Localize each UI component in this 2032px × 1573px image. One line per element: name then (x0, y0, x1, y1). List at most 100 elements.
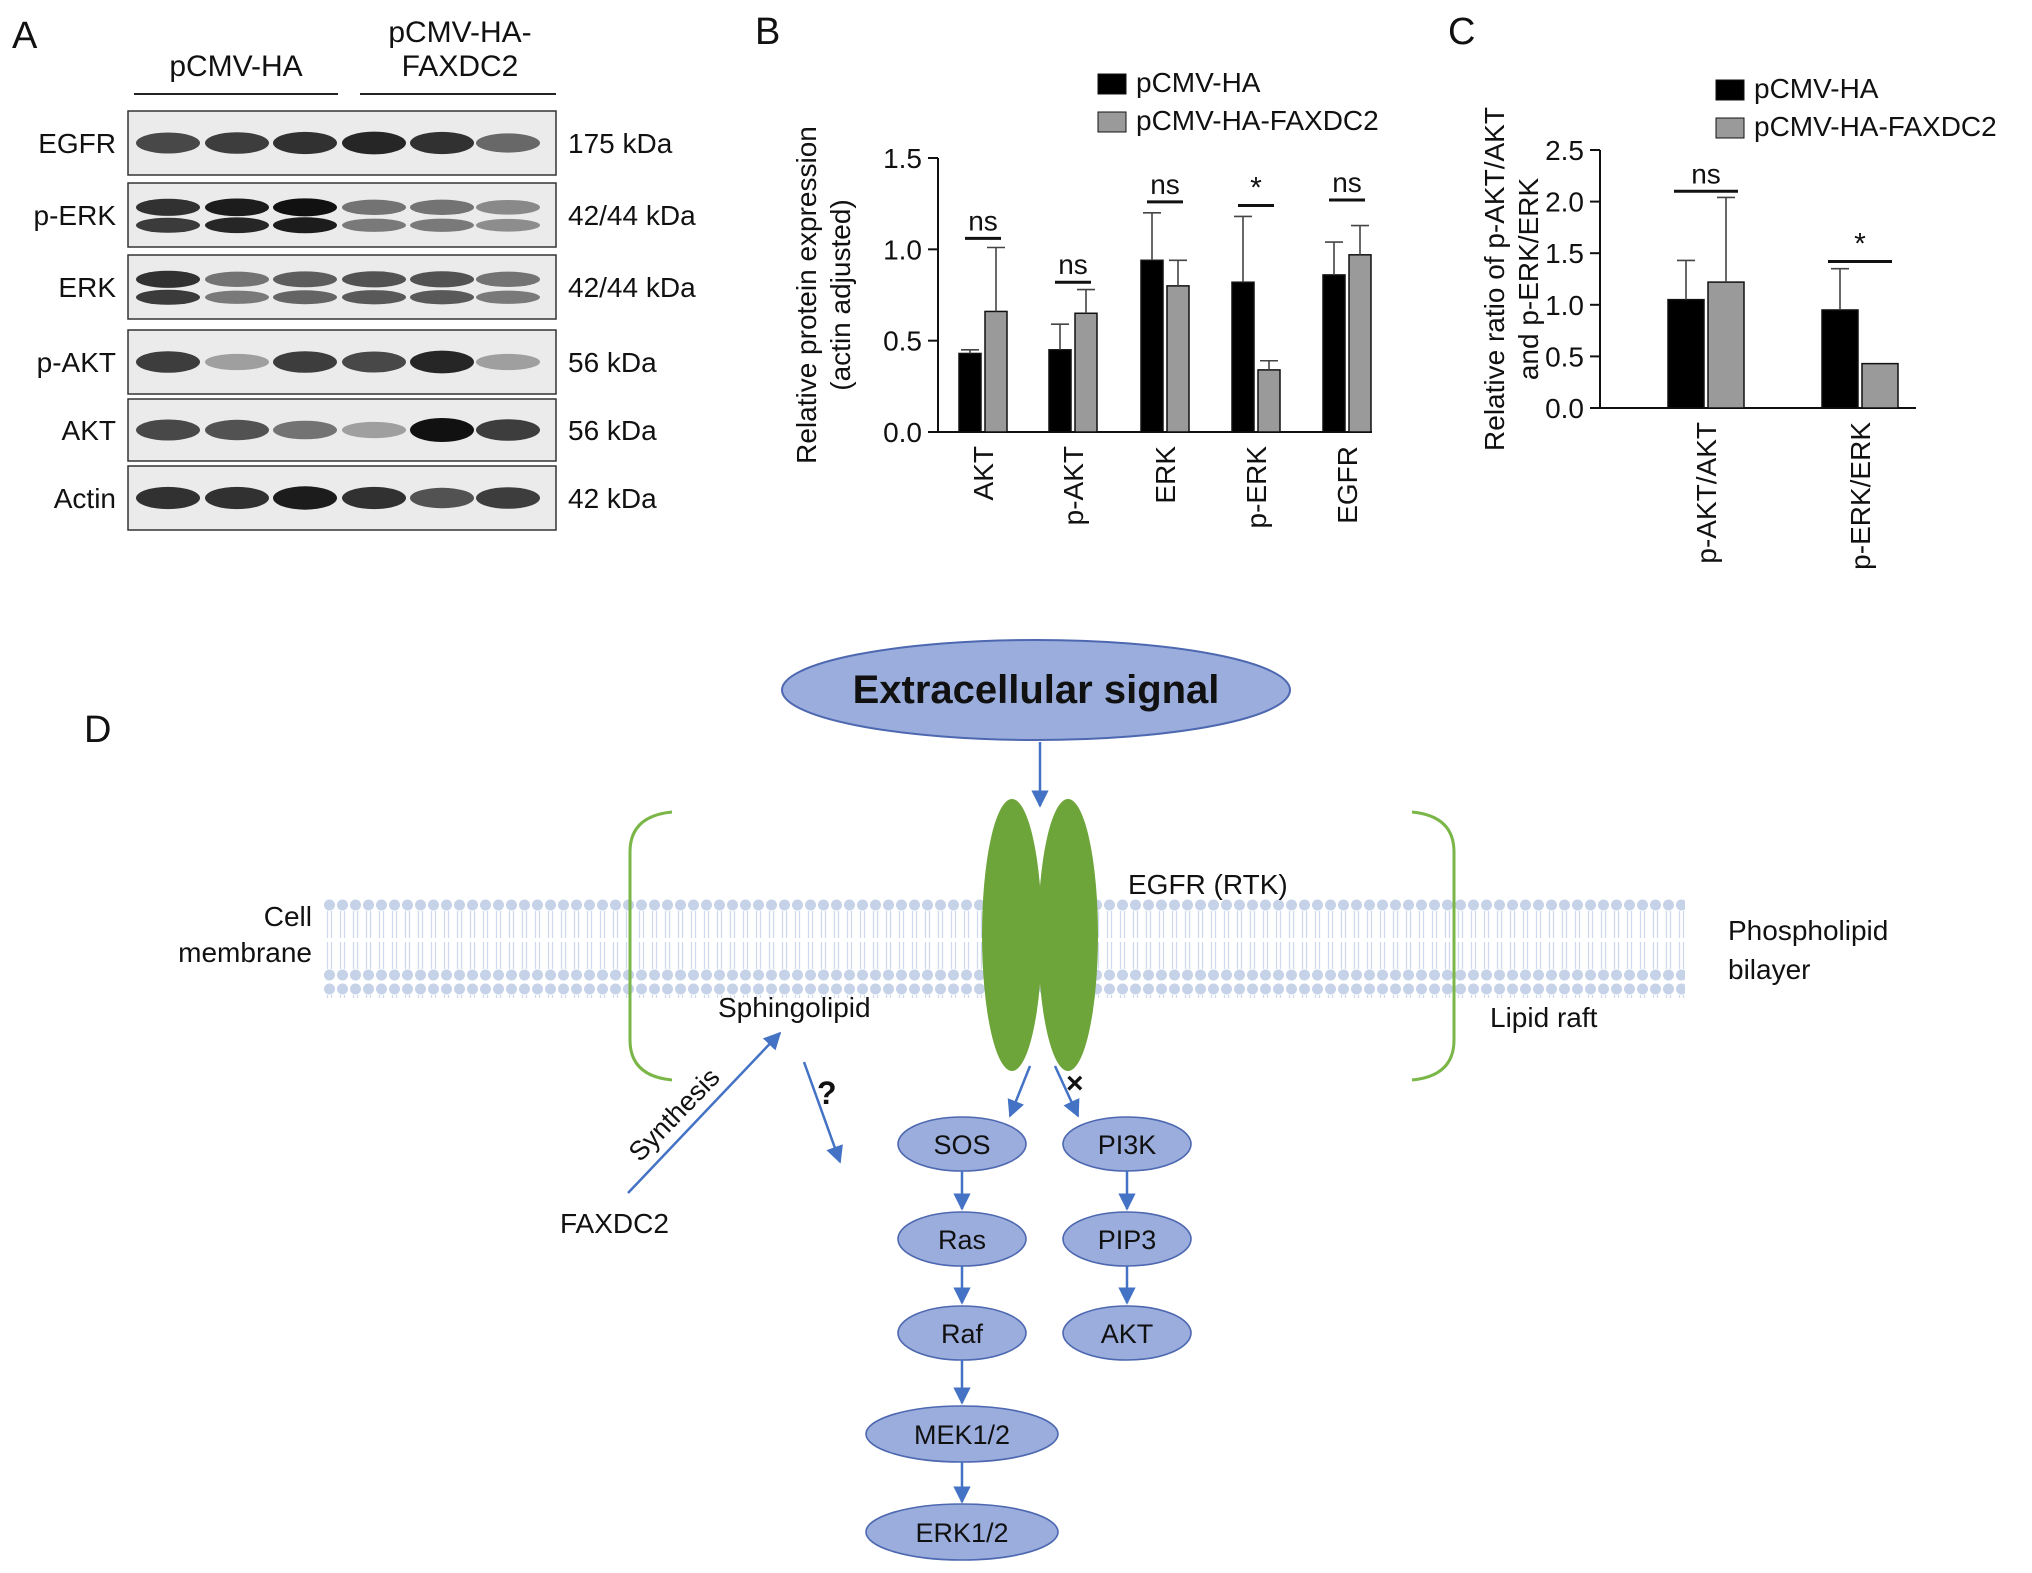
band (410, 418, 474, 442)
protein-label-erk: ERK (58, 272, 116, 303)
bar-p-akt-control (1048, 349, 1072, 433)
significance-label: ns (1058, 249, 1088, 280)
akt-label: AKT (1101, 1319, 1154, 1349)
legend-swatch (1715, 117, 1745, 139)
panel-a-letter: A (12, 15, 38, 57)
akt-node (1062, 1305, 1192, 1361)
y-tick-label: 2.0 (1545, 187, 1584, 218)
band (410, 290, 474, 305)
phospholipid-label-1: Phospholipid (1728, 915, 1888, 946)
band (476, 199, 540, 215)
egfr-label: EGFR (RTK) (1128, 869, 1288, 900)
band (476, 271, 540, 287)
band (342, 131, 406, 155)
sphingolipid-label: Sphingolipid (718, 992, 871, 1023)
band (136, 351, 200, 373)
x-tick-label-p-akt: p-AKT (1058, 446, 1089, 525)
blot-panel-erk (127, 254, 557, 320)
y-tick-label: 1.0 (883, 234, 922, 265)
erk-label: ERK1/2 (915, 1518, 1008, 1548)
band (273, 131, 337, 155)
significance-label: ns (1150, 169, 1180, 200)
bar-erk-control (1140, 259, 1164, 433)
legend-label: pCMV-HA (1754, 73, 1879, 104)
phospholipid-label-2: bilayer (1728, 954, 1810, 985)
erk-node (865, 1503, 1059, 1561)
faxdc2-label: FAXDC2 (560, 1208, 669, 1239)
panel-d: D Extracellular signal EGFR (RTK) Cell m… (84, 639, 1888, 1561)
protein-label-akt: AKT (62, 415, 116, 446)
protein-label-p-akt: p-AKT (37, 347, 116, 378)
band (205, 198, 269, 217)
raf-label: Raf (941, 1319, 984, 1349)
legend-label: pCMV-HA (1136, 67, 1261, 98)
y-tick-label: 0.5 (883, 326, 922, 357)
band (476, 353, 540, 371)
extracellular-signal-node (781, 639, 1291, 741)
group-label-faxdc2-line1: pCMV-HA- (388, 16, 531, 49)
band (273, 351, 337, 373)
ras-label: Ras (938, 1225, 986, 1255)
y-tick-label: 1.5 (883, 143, 922, 174)
band (273, 486, 337, 510)
x-tick-label-p-erk/erk: p-ERK/ERK (1845, 422, 1876, 570)
sos-label: SOS (933, 1130, 990, 1160)
lipid-raft-bracket-left (628, 810, 673, 1082)
bar-egfr-control (1322, 274, 1346, 433)
y-axis-title: (actin adjusted) (825, 199, 856, 390)
band (342, 271, 406, 288)
cell-membrane-label-1: Cell (264, 901, 312, 932)
band (342, 486, 406, 510)
bar-p-erk/erk-control (1821, 309, 1859, 409)
size-label-p-erk: 42/44 kDa (568, 200, 696, 231)
bar-akt-control (958, 352, 982, 433)
panel-d-letter: D (84, 709, 111, 751)
band (476, 487, 540, 509)
band (410, 218, 474, 232)
y-tick-label: 0.0 (1545, 393, 1584, 424)
legend-label: pCMV-HA-FAXDC2 (1754, 111, 1997, 142)
bar-p-erk-faxdc2 (1257, 369, 1281, 433)
size-label-egfr: 175 kDa (568, 128, 673, 159)
egfr-to-pi3k-arrow (1053, 1065, 1080, 1118)
band (342, 290, 406, 305)
x-tick-label-egfr: EGFR (1332, 446, 1363, 524)
protein-label-egfr: EGFR (38, 128, 116, 159)
band (136, 486, 200, 510)
egfr-receptor-right (1038, 799, 1098, 1071)
lipid-raft-bracket-right (1411, 810, 1456, 1082)
band (136, 198, 200, 216)
band (476, 133, 540, 153)
y-tick-label: 0.5 (1545, 341, 1584, 372)
bar-erk-faxdc2 (1166, 285, 1190, 433)
y-tick-label: 0.0 (883, 417, 922, 448)
band (136, 132, 200, 154)
band (410, 271, 474, 288)
band (205, 486, 269, 510)
legend-swatch (1097, 111, 1127, 133)
egfr-to-sos-arrow (1007, 1065, 1032, 1118)
bar-p-erk-control (1231, 281, 1255, 433)
akt-pathway: PI3K PIP3 AKT (1062, 1116, 1192, 1361)
band (342, 421, 406, 439)
significance-label: ns (968, 205, 998, 236)
legend-label: pCMV-HA-FAXDC2 (1136, 105, 1379, 136)
band (205, 271, 269, 287)
y-tick-label: 1.5 (1545, 238, 1584, 269)
y-axis-title: and p-ERK/ERK (1513, 178, 1544, 381)
band (136, 270, 200, 288)
erk-pathway: SOS Ras Raf MEK1/2 ERK1/2 (865, 1116, 1059, 1561)
x-tick-label-erk: ERK (1150, 446, 1181, 504)
band (136, 289, 200, 305)
significance-label: * (1854, 227, 1866, 260)
size-label-akt: 56 kDa (568, 415, 657, 446)
band (476, 419, 540, 441)
band (136, 217, 200, 233)
significance-label: * (1250, 171, 1262, 204)
band (410, 131, 474, 155)
blot-panel-p-erk (127, 182, 557, 248)
band (410, 350, 474, 374)
